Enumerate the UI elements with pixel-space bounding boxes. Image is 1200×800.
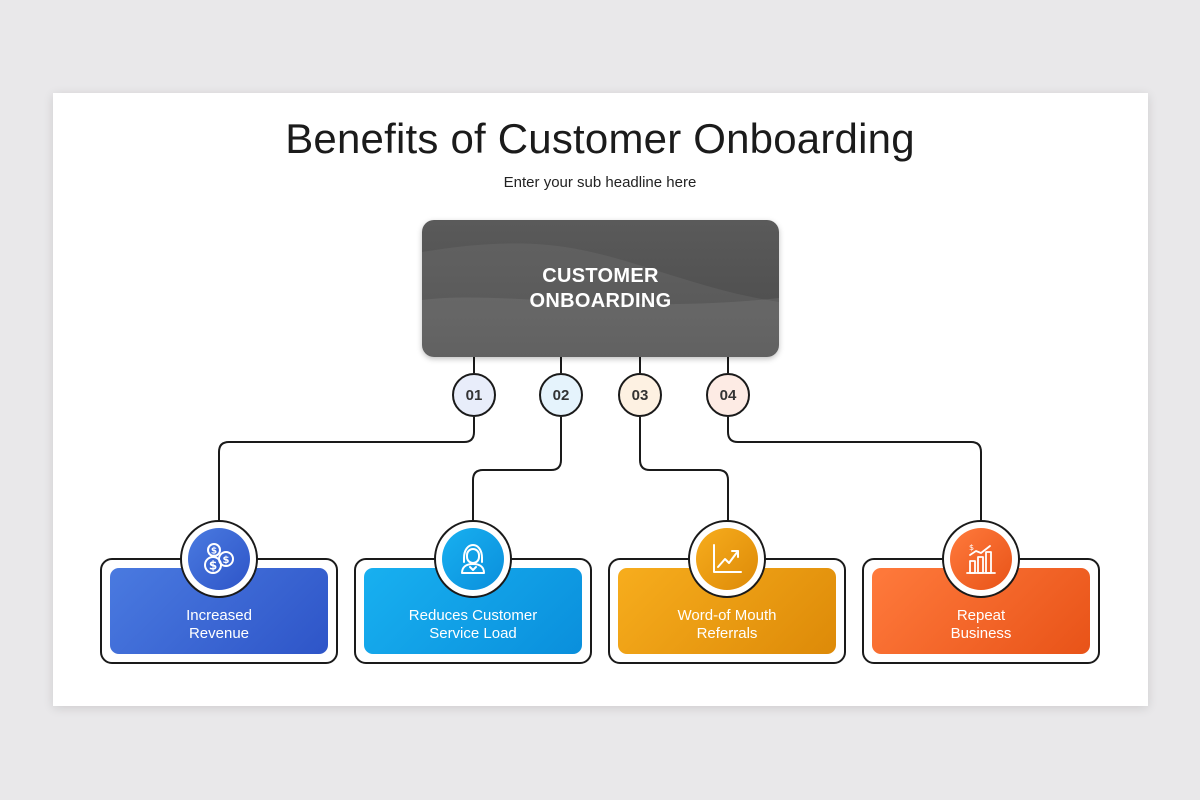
central-label: CUSTOMER ONBOARDING (422, 264, 779, 314)
badge-fill: $ (950, 528, 1012, 590)
badge-fill (442, 528, 504, 590)
benefit-label: Increased Revenue (139, 607, 299, 643)
svg-text:$: $ (209, 559, 217, 573)
benefit-label-line1: Reduces Customer (408, 607, 538, 624)
benefit-label-line2: Service Load (429, 625, 517, 642)
step-number-label: 04 (719, 386, 737, 404)
badge-referrals (688, 520, 766, 598)
step-number-02: 02 (539, 373, 583, 417)
svg-text:$: $ (211, 547, 217, 557)
wave-decoration (422, 243, 779, 357)
connector-02 (472, 357, 562, 521)
bar-chart-icon: $ (966, 543, 996, 574)
badge-repeat-business: $ (942, 520, 1020, 598)
connector-03 (639, 357, 729, 521)
badge-revenue: $ $ $ (180, 520, 258, 598)
svg-text:$: $ (223, 555, 230, 566)
step-number-04: 04 (706, 373, 750, 417)
customer-service-icon (461, 544, 485, 574)
benefit-card-fill: Word-of Mouth Referrals (618, 568, 836, 654)
growth-chart-icon (713, 544, 742, 573)
connector-01 (218, 357, 475, 521)
step-number-label: 01 (465, 386, 483, 404)
central-box: CUSTOMER ONBOARDING (422, 220, 779, 357)
connector-04 (727, 357, 982, 521)
benefit-label-line2: Revenue (188, 625, 250, 642)
benefit-label: Word-of Mouth Referrals (647, 607, 807, 643)
step-number-label: 03 (631, 386, 649, 404)
benefit-label: Reduces Customer Service Load (393, 607, 553, 643)
benefit-label-line2: Business (950, 625, 1012, 642)
central-label-line2: ONBOARDING (529, 290, 672, 312)
benefit-label: Repeat Business (901, 607, 1061, 643)
badge-service-load (434, 520, 512, 598)
coins-icon: $ $ $ (204, 543, 234, 574)
benefit-label-line1: Increased (186, 607, 252, 624)
badge-fill: $ $ $ (188, 528, 250, 590)
svg-text:$: $ (969, 543, 974, 552)
benefit-label-line2: Referrals (696, 625, 758, 642)
step-number-03: 03 (618, 373, 662, 417)
badge-fill (696, 528, 758, 590)
page-subtitle: Enter your sub headline here (503, 174, 697, 191)
step-number-label: 02 (552, 386, 570, 404)
page-title: Benefits of Customer Onboarding (285, 115, 915, 162)
step-number-01: 01 (452, 373, 496, 417)
benefit-label-line1: Repeat (956, 607, 1006, 624)
central-label-line1: CUSTOMER (542, 265, 659, 287)
benefit-label-line1: Word-of Mouth (677, 607, 777, 624)
